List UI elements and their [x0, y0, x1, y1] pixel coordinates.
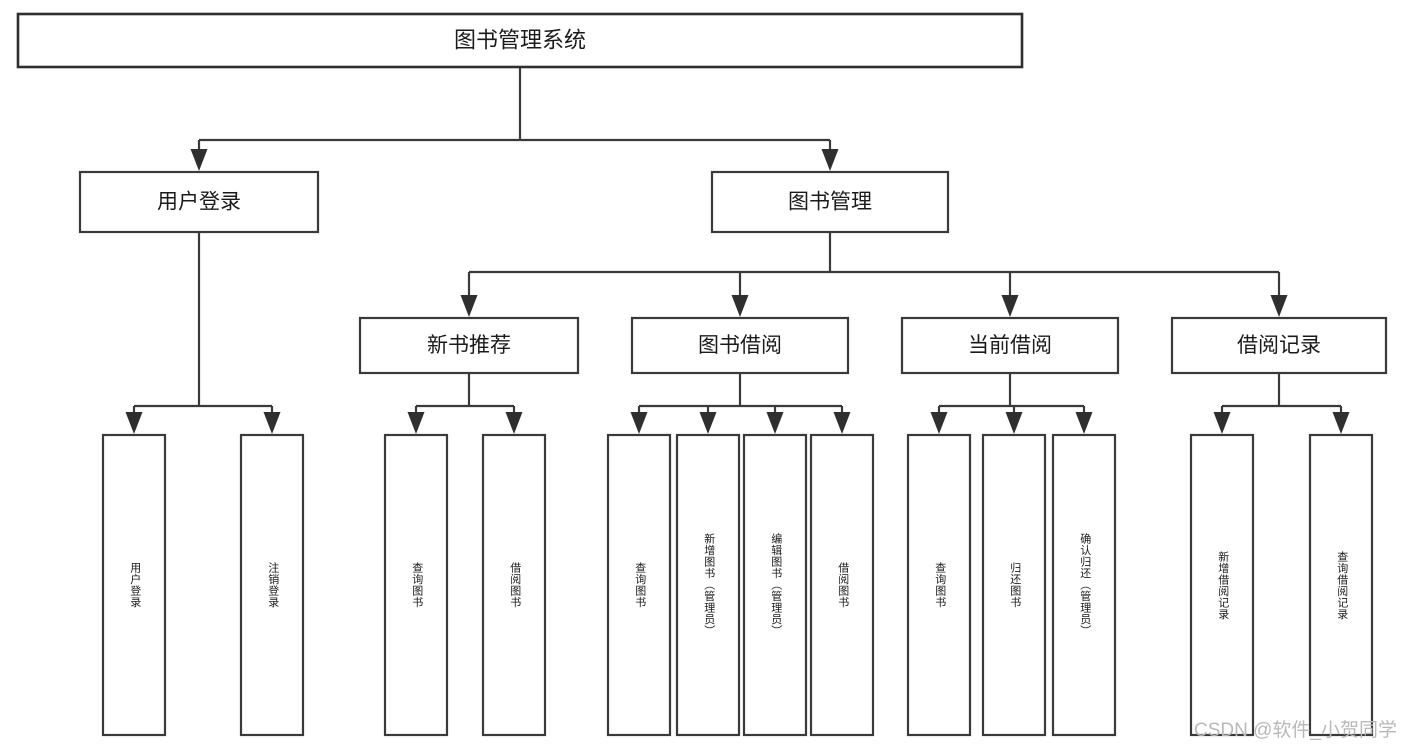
arrow-head-icon	[505, 412, 523, 434]
node-box-current-borrow[interactable]	[900, 316, 1120, 375]
connector-user-login	[125, 232, 281, 434]
arrow-head-icon	[1075, 412, 1093, 434]
node-box-leaf-query-book-3[interactable]	[906, 433, 972, 737]
node-label-current-borrow: 当前借阅	[968, 334, 1052, 357]
connector-borrow-record	[1213, 373, 1350, 434]
node-label-book-borrow: 图书借阅	[698, 334, 782, 357]
arrow-head-icon	[263, 412, 281, 434]
node-box-leaf-borrow-book-2[interactable]	[809, 433, 875, 737]
node-box-leaf-borrow-book-1[interactable]	[481, 433, 547, 737]
arrow-head-icon	[1270, 295, 1288, 317]
arrow-head-icon	[821, 149, 839, 171]
node-label-book-manage: 图书管理	[788, 191, 872, 214]
arrow-head-icon	[699, 412, 717, 434]
box-layer	[16, 12, 1388, 737]
arrow-head-icon	[1005, 412, 1023, 434]
arrow-head-icon	[1213, 412, 1231, 434]
node-box-leaf-query-record[interactable]	[1308, 433, 1374, 737]
node-box-leaf-edit-book[interactable]	[742, 433, 808, 737]
arrow-head-icon	[460, 295, 478, 317]
node-box-new-book-rec[interactable]	[358, 316, 580, 375]
node-box-leaf-query-book-2[interactable]	[606, 433, 672, 737]
node-label-new-book-rec: 新书推荐	[427, 334, 511, 357]
node-box-leaf-confirm-return[interactable]	[1051, 433, 1117, 737]
node-box-leaf-logout[interactable]	[239, 433, 305, 737]
arrow-head-icon	[731, 295, 749, 317]
connector-root	[190, 67, 839, 171]
node-box-book-manage[interactable]	[710, 170, 950, 234]
node-label-user-login: 用户登录	[157, 191, 241, 214]
node-label-root: 图书管理系统	[454, 27, 586, 52]
arrow-head-icon	[190, 149, 208, 171]
node-box-book-borrow[interactable]	[630, 316, 850, 375]
arrow-head-icon	[930, 412, 948, 434]
node-box-leaf-return-book[interactable]	[981, 433, 1047, 737]
node-box-leaf-add-book[interactable]	[675, 433, 741, 737]
arrow-head-icon	[833, 412, 851, 434]
node-label-borrow-record: 借阅记录	[1237, 334, 1321, 357]
watermark-text: CSDN @软件_小贺同学	[1194, 720, 1397, 741]
arrow-head-icon	[125, 412, 143, 434]
arrow-head-icon	[407, 412, 425, 434]
arrow-head-icon	[766, 412, 784, 434]
node-box-leaf-query-book-1[interactable]	[383, 433, 449, 737]
connector-book-manage	[460, 232, 1288, 317]
arrow-head-icon	[630, 412, 648, 434]
connector-new-book-rec	[407, 373, 523, 434]
arrow-head-icon	[1001, 295, 1019, 317]
connector-layer	[125, 67, 1350, 434]
connector-current-borrow	[930, 373, 1093, 434]
connector-book-borrow	[630, 373, 851, 434]
node-box-root[interactable]	[16, 12, 1024, 69]
node-box-leaf-user-login[interactable]	[101, 433, 167, 737]
node-box-borrow-record[interactable]	[1170, 316, 1388, 375]
node-box-leaf-add-record[interactable]	[1189, 433, 1255, 737]
node-box-user-login[interactable]	[78, 170, 320, 234]
arrow-head-icon	[1332, 412, 1350, 434]
